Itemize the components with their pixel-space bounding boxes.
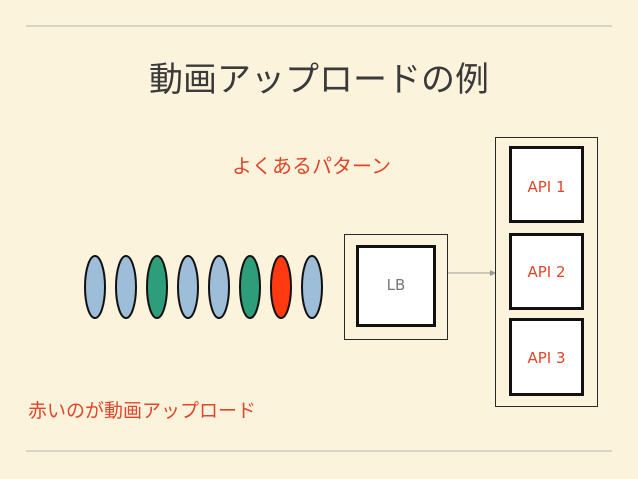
caption: 赤いのが動画アップロード (28, 400, 257, 422)
lb-outer-frame (344, 234, 448, 340)
request-ellipse-normal (115, 255, 137, 319)
request-ellipse-alt (239, 255, 261, 319)
api-3-box (509, 318, 584, 396)
slide-title: 動画アップロードの例 (149, 60, 489, 100)
api-3-label: API 3 (527, 349, 566, 367)
api-1-label: API 1 (527, 178, 566, 196)
api-1-box (509, 146, 584, 223)
request-ellipse-upload (270, 255, 292, 319)
api-2-label: API 2 (527, 263, 566, 281)
request-ellipse-normal (84, 255, 106, 319)
request-ellipse-normal (208, 255, 230, 319)
top-divider (26, 25, 612, 27)
lb-to-api-arrowhead (490, 270, 496, 276)
subtitle: よくあるパターン (232, 154, 391, 178)
lb-box (356, 245, 436, 327)
request-ellipse-normal (301, 255, 323, 319)
api-cluster-frame (495, 137, 598, 407)
api-2-box (509, 233, 584, 310)
request-ellipse-normal (177, 255, 199, 319)
request-ellipse-alt (146, 255, 168, 319)
bottom-divider (26, 450, 612, 452)
lb-label: LB (386, 276, 406, 294)
